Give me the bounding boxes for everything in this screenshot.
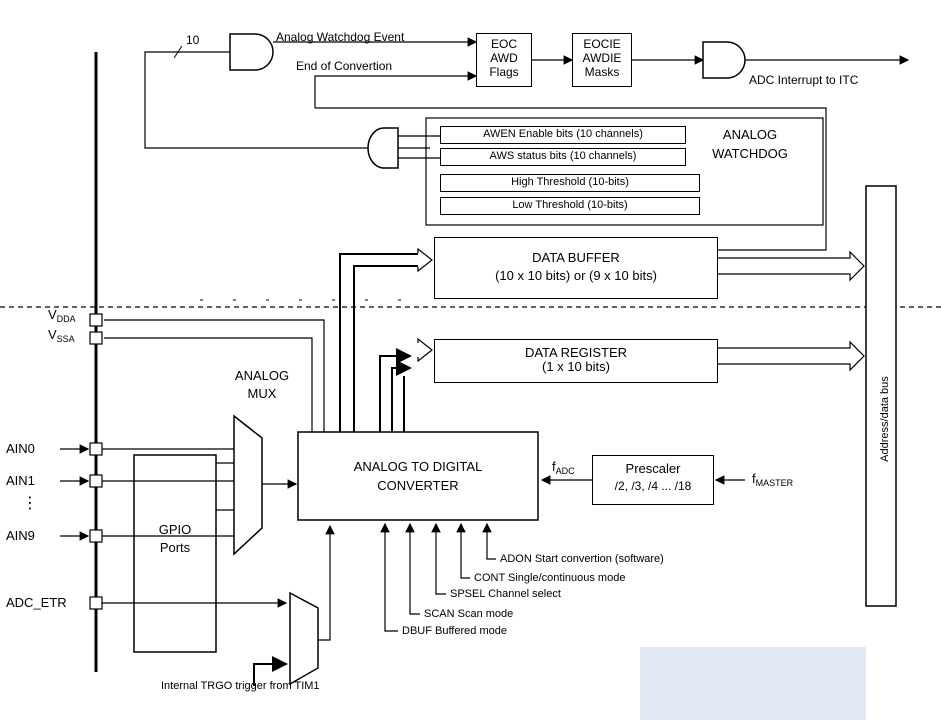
trigger-mux — [289, 591, 319, 686]
vssa-line — [104, 337, 313, 432]
analog-mux-title-2: MUX — [247, 386, 277, 401]
watchdog-feedback-line — [144, 51, 430, 149]
masks-eocie: EOCIE — [583, 37, 621, 51]
eoc-awd-flags-box: EOC AWD Flags — [476, 33, 532, 87]
buffer-to-bus-arrow — [718, 250, 865, 282]
gpio-subtitle: Ports — [159, 540, 191, 555]
prescaler-ratios: /2, /3, /4 ... /18 — [614, 479, 692, 493]
data-buffer-size: (10 x 10 bits) or (9 x 10 bits) — [495, 268, 657, 283]
vssa-label: VSSA — [48, 327, 75, 345]
adc-converter-box — [297, 431, 539, 521]
data-buffer-title: DATA BUFFER — [532, 250, 620, 265]
ain0-label: AIN0 — [6, 441, 35, 456]
bus-slash — [173, 45, 183, 59]
high-threshold-box: High Threshold (10-bits) — [440, 174, 700, 192]
prescaler-box: Prescaler /2, /3, /4 ... /18 — [592, 455, 714, 505]
ain9-label: AIN9 — [6, 528, 35, 543]
vdda-line — [104, 319, 325, 432]
adc-to-register-line — [379, 348, 412, 432]
adc-to-buffer-line — [339, 253, 418, 432]
spsel-control-line — [431, 522, 446, 595]
pin-ain9 — [89, 529, 103, 543]
flags-label: Flags — [489, 65, 519, 79]
adc-etr-label: ADC_ETR — [6, 595, 67, 610]
adc-title-1: ANALOG TO DIGITAL — [353, 459, 483, 474]
data-register-title: DATA REGISTER — [524, 345, 628, 360]
gpio-ports-box — [133, 454, 217, 653]
eoc-feedback-line — [315, 107, 827, 251]
eocie-awdie-masks-box: EOCIE AWDIE Masks — [572, 33, 632, 87]
cont-control-line — [456, 522, 470, 579]
channel-ellipsis: ⋮ — [22, 495, 38, 512]
spsel-label: SPSEL Channel select — [450, 588, 561, 600]
pin-vssa — [89, 331, 103, 345]
flags-awd: AWD — [490, 51, 518, 65]
data-buffer-box: DATA BUFFER (10 x 10 bits) or (9 x 10 bi… — [434, 237, 718, 299]
interrupt-and-gate — [702, 41, 746, 79]
register-to-bus-arrow — [718, 340, 865, 372]
address-data-bus — [865, 185, 897, 607]
bus-width-label: 10 — [186, 33, 200, 47]
pin-ain0 — [89, 442, 103, 456]
ain1-label: AIN1 — [6, 473, 35, 488]
scan-control-line — [405, 522, 420, 615]
awd-event-label: Analog Watchdog Event — [276, 30, 405, 44]
adc-title-2: CONVERTER — [377, 478, 459, 493]
aws-status-bits-box: AWS status bits (10 channels) — [440, 148, 686, 166]
data-register-box: DATA REGISTER (1 x 10 bits) — [434, 339, 718, 383]
masks-label: Masks — [584, 65, 620, 79]
highlight-overlay — [640, 647, 866, 720]
scan-label: SCAN Scan mode — [424, 608, 514, 620]
fadc-label: fADC — [552, 459, 575, 477]
trigger-to-adc-line — [318, 524, 335, 641]
analog-watchdog-title-1: ANALOG — [722, 127, 778, 142]
eoc-line — [314, 71, 478, 108]
prescaler-title: Prescaler — [625, 461, 681, 476]
data-register-size: (1 x 10 bits) — [542, 359, 610, 374]
tim1-trigger-line — [253, 656, 288, 686]
pin-ain1 — [89, 474, 103, 488]
pin-adc-etr — [89, 596, 103, 610]
dbuf-label: DBUF Buffered mode — [402, 625, 507, 637]
analog-watchdog-box — [425, 117, 824, 226]
analog-mux-title-1: ANALOG — [234, 368, 290, 383]
low-threshold-box: Low Threshold (10-bits) — [440, 197, 700, 215]
awen-enable-bits-box: AWEN Enable bits (10 channels) — [440, 126, 686, 144]
cont-label: CONT Single/continuous mode — [474, 572, 626, 584]
pin-vdda — [89, 313, 103, 327]
vdda-label: VDDA — [48, 307, 76, 325]
adon-label: ADON Start convertion (software) — [500, 553, 664, 565]
awd-and-gate — [229, 33, 274, 71]
masks-awdie: AWDIE — [582, 51, 622, 65]
flags-eoc: EOC — [490, 37, 517, 51]
trgo-trigger-label: Internal TRGO trigger from TIM1 — [161, 680, 320, 692]
adc-interrupt-label: ADC Interrupt to ITC — [749, 73, 859, 87]
fmaster-label: fMASTER — [752, 471, 794, 489]
address-bus-label: Address/data bus — [879, 376, 891, 462]
watchdog-and-gate — [367, 127, 399, 169]
end-of-conversion-label: End of Convertion — [296, 59, 393, 73]
analog-watchdog-title-2: WATCHDOG — [712, 146, 788, 161]
adon-control-line — [482, 522, 496, 560]
gpio-title: GPIO — [158, 522, 192, 537]
dbuf-control-line — [380, 522, 398, 632]
analog-mux — [233, 414, 263, 556]
